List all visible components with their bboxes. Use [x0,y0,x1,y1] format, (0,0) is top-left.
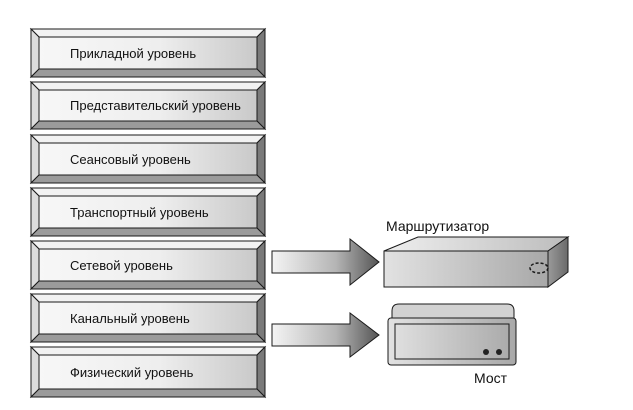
bridge-label: Мост [474,370,508,386]
bridge-led-icon [483,349,489,355]
layer-label-transport: Транспортный уровень [70,205,209,220]
router-device [383,236,570,288]
layer-label-physical: Физический уровень [70,365,194,380]
router-label: Маршрутизатор [386,218,489,234]
layer-bar-physical: Физический уровень [29,345,267,399]
layer-bar-session: Сеансовый уровень [29,133,267,185]
layer-label-network: Сетевой уровень [70,258,173,273]
arrow-datalink-to-bridge [271,311,380,359]
layer-label-datalink: Канальный уровень [70,311,190,326]
router-indicator-icon [529,262,549,274]
layer-bar-transport: Транспортный уровень [29,186,267,238]
layer-label-presentation: Представительский уровень [70,98,241,113]
arrow-network-to-router [271,237,380,287]
bridge-device [387,303,517,366]
layer-bar-application: Прикладной уровень [29,27,267,79]
layer-label-session: Сеансовый уровень [70,152,191,167]
layer-bar-network: Сетевой уровень [29,239,267,291]
layer-label-application: Прикладной уровень [70,46,196,61]
layer-bar-datalink: Канальный уровень [29,292,267,344]
layer-stack: Прикладной уровень Представительский уро… [29,27,267,399]
layer-bar-presentation: Представительский уровень [29,80,267,131]
bridge-led-icon [496,349,502,355]
